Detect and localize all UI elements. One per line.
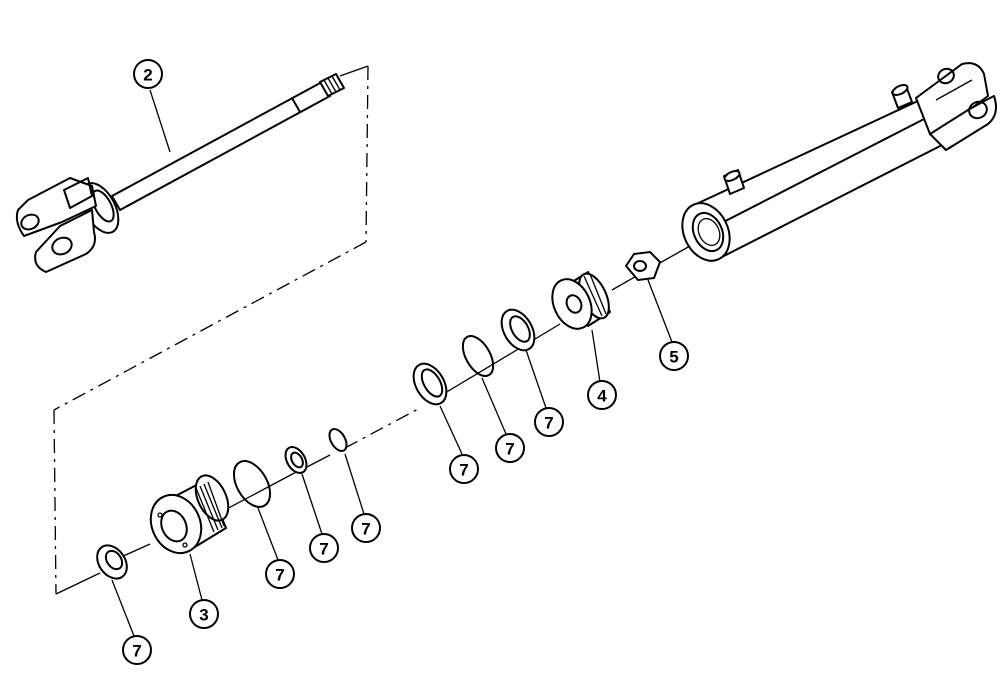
callout-7-d: 7 (351, 513, 381, 543)
o-ring-7-large (232, 460, 272, 508)
callout-4-label: 4 (597, 387, 607, 406)
callout-2-label: 2 (143, 66, 152, 85)
callout-7-d-label: 7 (361, 520, 370, 539)
callout-5: 5 (659, 341, 689, 371)
wear-ring-7 (412, 362, 448, 406)
callout-7-g: 7 (122, 635, 152, 665)
callout-7-c: 7 (449, 454, 479, 484)
backup-ring-7-small (284, 446, 308, 474)
callout-5-label: 5 (669, 348, 678, 367)
callout-4: 4 (587, 380, 617, 410)
callout-7-f-label: 7 (275, 566, 284, 585)
callout-7-e-label: 7 (319, 540, 328, 559)
backup-ring-7-piston (500, 308, 536, 352)
piston (551, 271, 611, 330)
callout-7-a: 7 (534, 407, 564, 437)
callout-3: 3 (189, 599, 219, 629)
callout-7-e: 7 (309, 533, 339, 563)
piston-rod-with-clevis (15, 73, 345, 273)
leader-lines (111, 89, 673, 637)
callout-7-f: 7 (265, 559, 295, 589)
seal-ring-7-left (96, 544, 128, 580)
callout-7-b: 7 (495, 433, 525, 463)
callout-7-g-label: 7 (132, 642, 141, 661)
callout-2: 2 (133, 59, 163, 89)
callout-7-a-label: 7 (544, 414, 553, 433)
hex-nut (625, 251, 661, 281)
callout-7-c-label: 7 (459, 461, 468, 480)
o-ring-7-small (328, 428, 348, 452)
alignment-frame (53, 65, 369, 595)
callout-3-label: 3 (199, 606, 208, 625)
callout-7-b-label: 7 (505, 440, 514, 459)
cylinder-barrel (681, 62, 997, 262)
rod-gland (149, 474, 230, 555)
o-ring-7-piston (461, 335, 495, 377)
